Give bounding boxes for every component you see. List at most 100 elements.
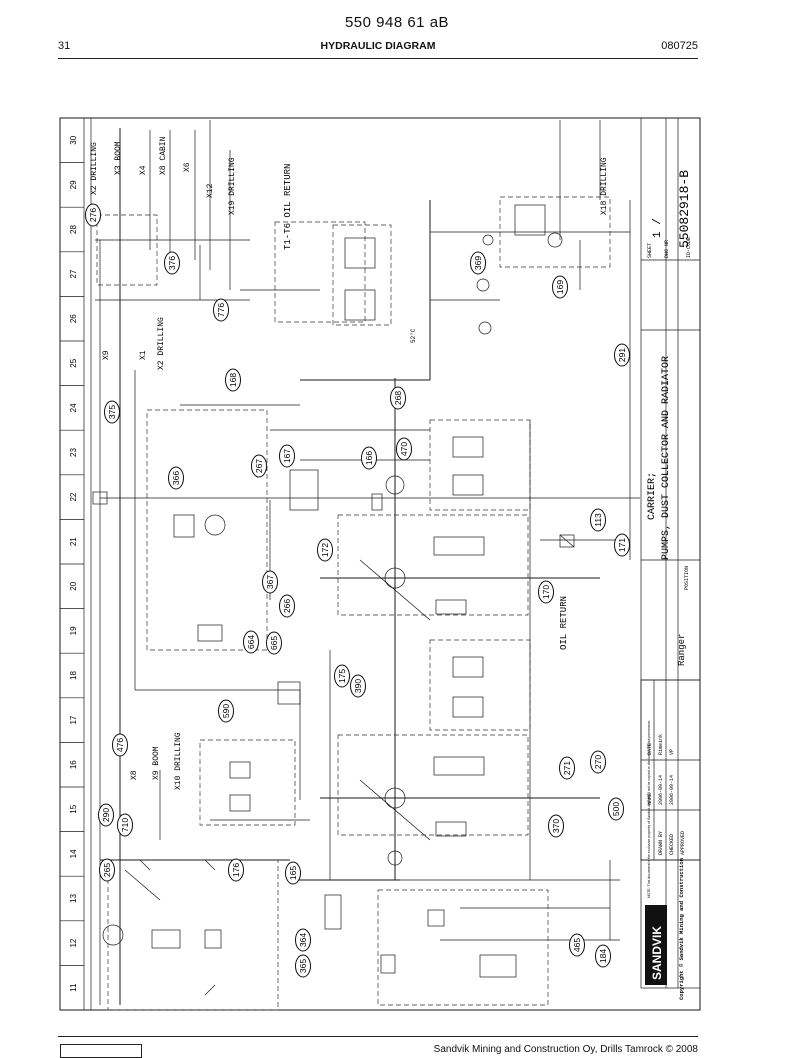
svg-text:170: 170 (541, 585, 551, 599)
position-bubble: 266 (279, 594, 295, 618)
svg-text:113: 113 (593, 513, 603, 527)
sheet-number: 1 / (652, 218, 664, 238)
drawn-date: 2006-09-14 (658, 775, 664, 805)
svg-text:291: 291 (617, 348, 627, 362)
position-bubble: 267 (251, 454, 267, 478)
sandvik-logo-box (645, 905, 667, 985)
position-bubble: 465 (569, 933, 585, 957)
position-header: POSITION (684, 566, 690, 590)
position-bubble: 370 (548, 814, 564, 838)
position-bubble: 500 (608, 797, 624, 821)
position-bubble: 375 (104, 400, 120, 424)
grid-column-label: 23 (69, 448, 78, 457)
idcode-header: ID-CODE (686, 237, 692, 258)
drawn-name: Rimeink (658, 734, 664, 755)
svg-text:370: 370 (551, 819, 561, 833)
footer-logo-box (60, 1044, 142, 1058)
x6-label: X6 (183, 162, 192, 172)
svg-text:375: 375 (107, 405, 117, 419)
page-title: HYDRAULIC DIAGRAM (320, 40, 436, 52)
svg-text:270: 270 (593, 755, 603, 769)
dwg-header: DWG NR (664, 240, 670, 258)
svg-text:268: 268 (393, 391, 403, 405)
svg-text:365: 365 (298, 959, 308, 973)
grid-column-label: 12 (69, 938, 78, 947)
position-bubble: 590 (218, 699, 234, 723)
x1-label: X1 (139, 350, 148, 360)
grid-column-label: 15 (69, 804, 78, 813)
position-bubble: 364 (295, 928, 311, 952)
drawing-frame (59, 117, 701, 1011)
property-note: NOTE: This document is the exclusive pro… (647, 721, 651, 898)
x18-drilling-label: X18 DRILLING (600, 157, 609, 215)
svg-text:171: 171 (617, 538, 627, 552)
position-bubble: 268 (390, 386, 406, 410)
svg-text:169: 169 (555, 280, 565, 294)
position-bubble: 175 (334, 664, 350, 688)
oil-return-mid-label: OIL RETURN (559, 596, 569, 650)
svg-text:367: 367 (265, 575, 275, 589)
position-bubble: 270 (590, 750, 606, 774)
title-block: CARRIER; PUMPS, DUST COLLECTOR AND RADIA… (640, 117, 701, 1000)
svg-text:390: 390 (353, 679, 363, 693)
grid-column-label: 13 (69, 894, 78, 903)
oil-return-top-label: T1-T6 OIL RETURN (283, 164, 293, 250)
svg-text:266: 266 (282, 599, 292, 613)
svg-text:710: 710 (120, 818, 130, 832)
svg-text:267: 267 (254, 459, 264, 473)
checked-label: CHECKED (669, 834, 675, 855)
svg-text:166: 166 (364, 451, 374, 465)
temperature-label: 52°C (410, 328, 417, 343)
svg-text:665: 665 (269, 636, 279, 650)
position-bubble: 170 (538, 580, 554, 604)
svg-text:165: 165 (288, 866, 298, 880)
grid-column-label: 28 (69, 225, 78, 234)
grid-column-label: 22 (69, 492, 78, 501)
copyright-label: Copyright © Sandvik Mining and Construct… (678, 858, 685, 1000)
position-bubble: 172 (317, 538, 333, 562)
position-bubble: 113 (590, 508, 606, 532)
x2-drilling-lower-label: X2 DRILLING (157, 317, 166, 370)
x2-drilling-label: X2 DRILLING (90, 142, 99, 195)
svg-text:290: 290 (101, 808, 111, 822)
svg-text:175: 175 (337, 669, 347, 683)
svg-text:776: 776 (216, 303, 226, 317)
svg-text:366: 366 (171, 471, 181, 485)
grid-column-label: 17 (69, 715, 78, 724)
grid-column-label: 24 (69, 403, 78, 412)
checked-name: VP (669, 749, 675, 755)
svg-text:500: 500 (611, 802, 621, 816)
x3-boom-label: X3 BOOM (114, 141, 123, 175)
document-number: 550 948 61 aB (344, 14, 450, 31)
approved-label: APPROVED (680, 831, 686, 855)
position-bubble: 367 (262, 570, 278, 594)
position-bubble: 664 (243, 630, 259, 654)
position-bubble: 265 (99, 858, 115, 882)
grid-column-label: 30 (69, 135, 78, 144)
svg-text:176: 176 (231, 863, 241, 877)
dwg-number: 55082918-B (677, 170, 692, 248)
svg-text:184: 184 (598, 949, 608, 963)
svg-text:276: 276 (88, 208, 98, 222)
footer-rule (58, 1036, 698, 1037)
x9-boom-label: X9 BOOM (152, 746, 161, 780)
x9-label: X9 (102, 350, 111, 360)
grid-column-label: 25 (69, 358, 78, 367)
position-bubble: 171 (614, 533, 630, 557)
svg-text:265: 265 (102, 863, 112, 877)
svg-text:476: 476 (115, 738, 125, 752)
svg-text:590: 590 (221, 704, 231, 718)
pumps-label: PUMPS, DUST COLLECTOR AND RADIATOR (661, 356, 672, 560)
position-bubble: 291 (614, 343, 630, 367)
name-header: NAME (647, 793, 653, 805)
position-bubble: 184 (595, 944, 611, 968)
svg-text:168: 168 (228, 373, 238, 387)
grid-column-label: 11 (69, 983, 78, 992)
position-bubble: 710 (117, 813, 133, 837)
position-bubble: 276 (85, 203, 101, 227)
checked-date: 2006-09-14 (669, 775, 675, 805)
svg-text:364: 364 (298, 933, 308, 947)
page-header: 31 HYDRAULIC DIAGRAM 080725 (58, 40, 698, 56)
